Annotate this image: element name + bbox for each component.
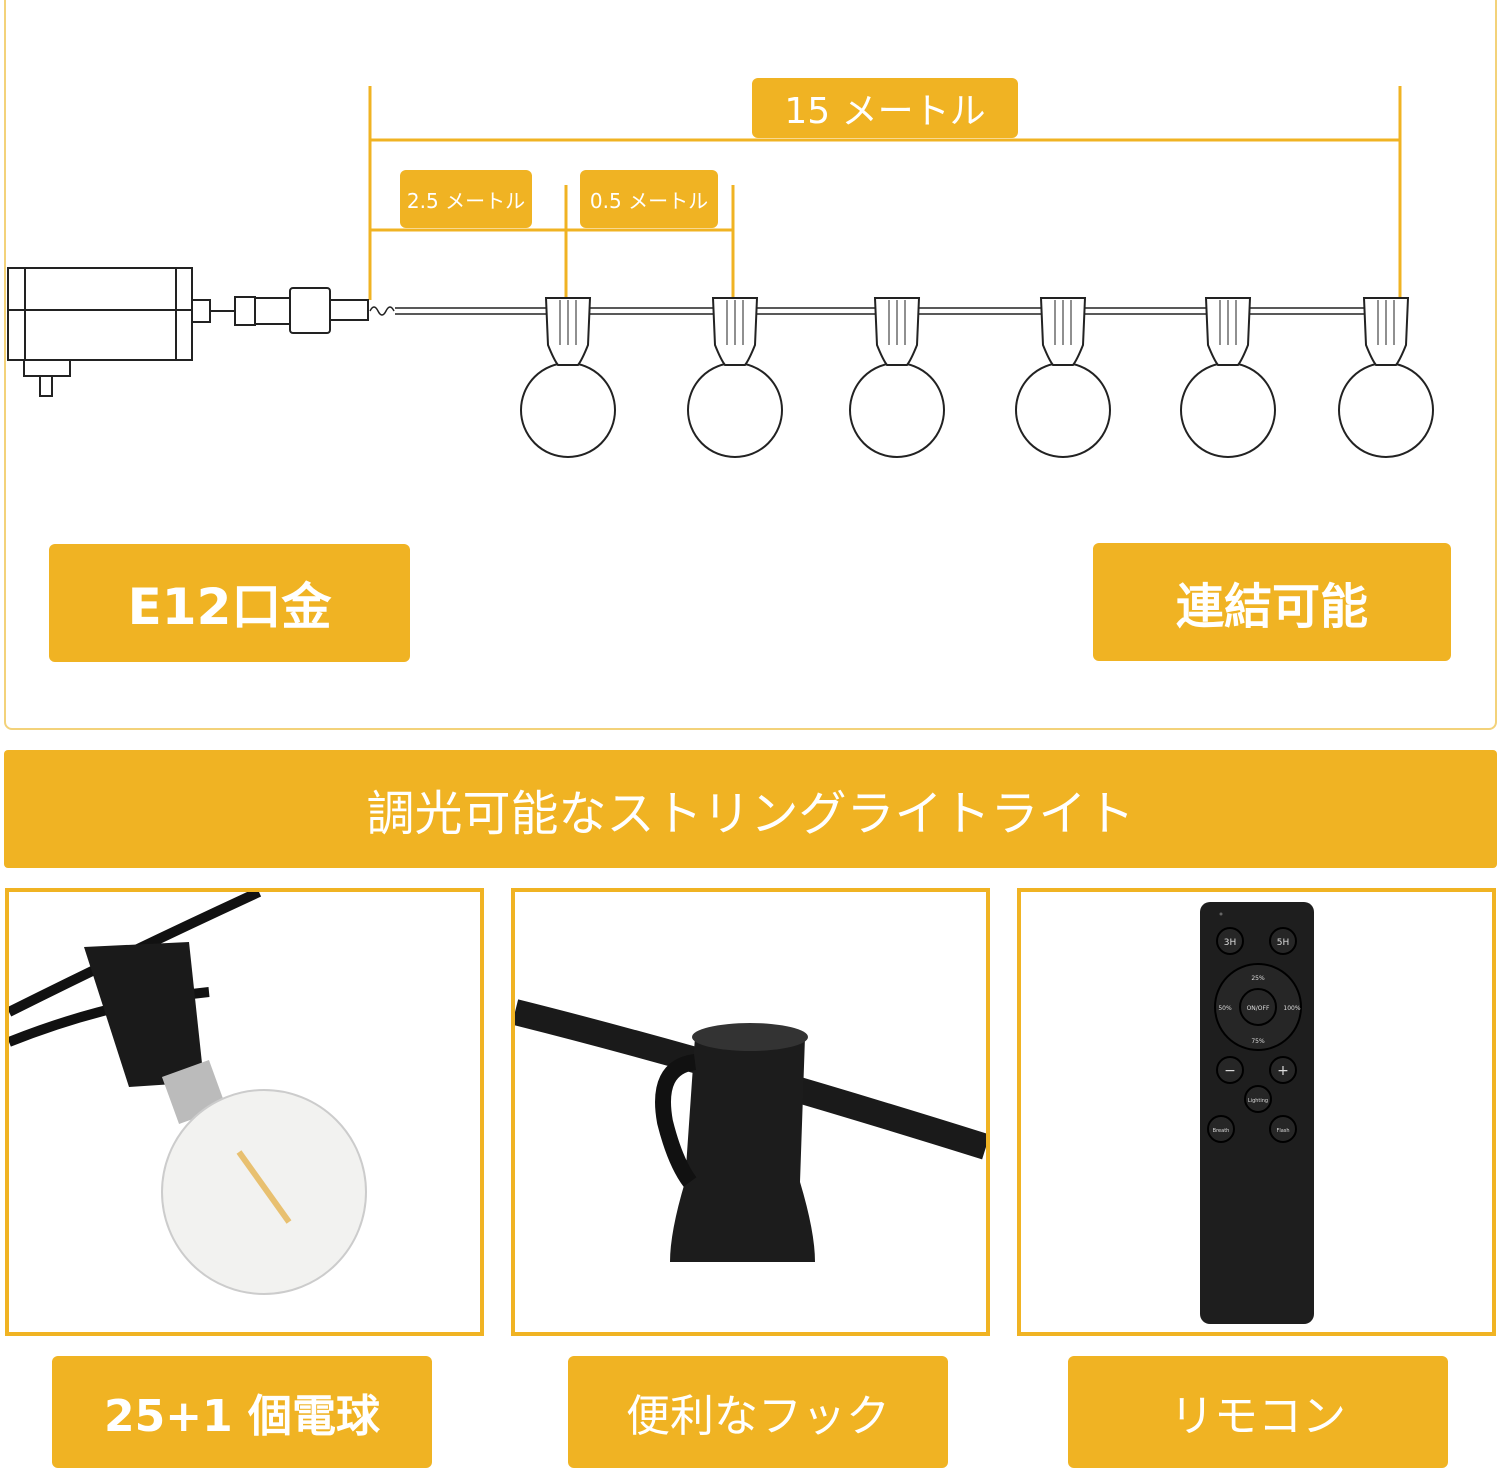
remote-50-button: 50% (1218, 1005, 1232, 1012)
remote-plus-button: + (1277, 1063, 1289, 1079)
diagram-frame (4, 0, 1497, 730)
remote-breath-button: Breath (1213, 1128, 1230, 1134)
total-length-label: 15 メートル (752, 78, 1018, 138)
base-label: E12口金 (49, 544, 410, 662)
bulb-socket-photo (9, 892, 367, 1295)
bulb-icon (520, 297, 616, 458)
feature-label-bulbs: 25+1 個電球 (52, 1356, 432, 1468)
lead-length-label: 2.5 メートル (400, 170, 532, 228)
remote-3h-button: 3H (1224, 938, 1237, 948)
string-light-diagram (7, 86, 1434, 458)
remote-5h-button: 5H (1277, 938, 1290, 948)
remote-100-button: 100% (1283, 1005, 1300, 1012)
hook-photo-frame (511, 888, 990, 1336)
bulb-icon (687, 297, 783, 458)
remote-75-button: 75% (1251, 1038, 1265, 1045)
banner-title: 調光可能なストリングライトライト (4, 750, 1497, 868)
remote-photo-frame: 3H 5H 25% 50% ON/OFF 100% 75% − + Lighti… (1017, 888, 1496, 1336)
bulb-icon (1338, 297, 1434, 458)
remote-photo: 3H 5H 25% 50% ON/OFF 100% 75% − + Lighti… (1200, 902, 1314, 1324)
bulb-icons (520, 297, 1434, 458)
spacing-label: 0.5 メートル (580, 170, 718, 228)
bulb-photo-frame (5, 888, 484, 1336)
remote-onoff-button: ON/OFF (1247, 1005, 1270, 1012)
feature-label-remote: リモコン (1068, 1356, 1448, 1468)
connectable-label: 連結可能 (1093, 543, 1451, 661)
bulb-icon (849, 297, 945, 458)
remote-flash-button: Flash (1276, 1128, 1289, 1134)
remote-25-button: 25% (1251, 975, 1265, 982)
hook-socket-photo (515, 999, 986, 1262)
bulb-icon (1015, 297, 1111, 458)
power-adapter-icon (7, 267, 369, 397)
bulb-icon (1180, 297, 1276, 458)
feature-label-hook: 便利なフック (568, 1356, 948, 1468)
remote-minus-button: − (1224, 1063, 1236, 1079)
remote-lighting-button: Lighting (1248, 1098, 1268, 1104)
